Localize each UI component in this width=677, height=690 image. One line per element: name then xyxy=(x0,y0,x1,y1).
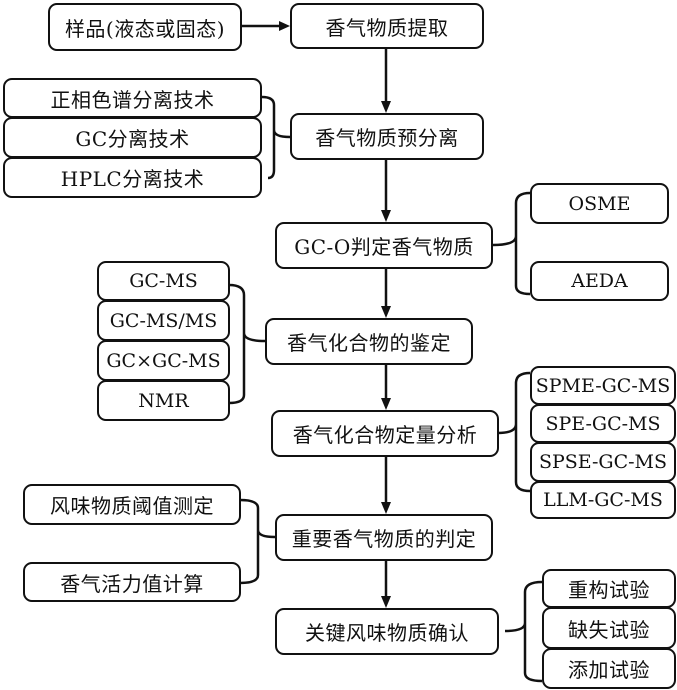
step-gco: GC-O判定香气物质 xyxy=(275,222,493,269)
branch-preseparation-item: GC分离技术 xyxy=(3,117,262,158)
brace-importance xyxy=(239,498,276,585)
step-quantitative: 香气化合物定量分析 xyxy=(271,410,499,457)
brace-identification xyxy=(228,283,266,405)
brace-preseparation xyxy=(261,95,291,180)
branch-importance-item: 风味物质阈值测定 xyxy=(23,484,241,525)
step-importance: 重要香气物质的判定 xyxy=(275,514,493,561)
branch-quantitative-item: SPME-GC-MS xyxy=(530,366,676,405)
arrowhead xyxy=(381,210,391,222)
branch-gco-item: OSME xyxy=(530,183,669,224)
brace-quantitative xyxy=(497,371,531,493)
sample-box: 样品(液态或固态) xyxy=(48,3,242,51)
brace-gco xyxy=(492,191,531,296)
branch-quantitative-item: SPE-GC-MS xyxy=(530,404,676,443)
branch-key-item: 重构试验 xyxy=(542,569,676,608)
branch-key-item: 添加试验 xyxy=(542,648,676,689)
branch-identification-item: GC×GC-MS xyxy=(97,340,230,381)
branch-identification-item: GC-MS/MS xyxy=(97,300,230,341)
arrowhead xyxy=(381,502,391,514)
arrowhead xyxy=(381,596,391,608)
arrowhead xyxy=(381,306,391,318)
branch-preseparation-item: 正相色谱分离技术 xyxy=(3,78,262,118)
step-pre-separation: 香气物质预分离 xyxy=(290,113,484,160)
branch-quantitative-item: LLM-GC-MS xyxy=(530,481,676,519)
step-identification: 香气化合物的鉴定 xyxy=(265,318,473,365)
branch-gco-item: AEDA xyxy=(530,261,669,301)
branch-identification-item: NMR xyxy=(97,380,230,421)
branch-importance-item: 香气活力值计算 xyxy=(23,562,241,602)
arrowhead xyxy=(279,21,290,31)
branch-identification-item: GC-MS xyxy=(97,261,230,301)
arrowhead xyxy=(381,398,391,410)
brace-key xyxy=(504,580,543,683)
step-extract: 香气物质提取 xyxy=(290,3,484,49)
step-key-confirm: 关键风味物质确认 xyxy=(275,608,499,655)
branch-key-item: 缺失试验 xyxy=(542,607,676,649)
arrowhead xyxy=(381,101,391,113)
branch-preseparation-item: HPLC分离技术 xyxy=(3,157,262,198)
branch-quantitative-item: SPSE-GC-MS xyxy=(530,442,676,482)
